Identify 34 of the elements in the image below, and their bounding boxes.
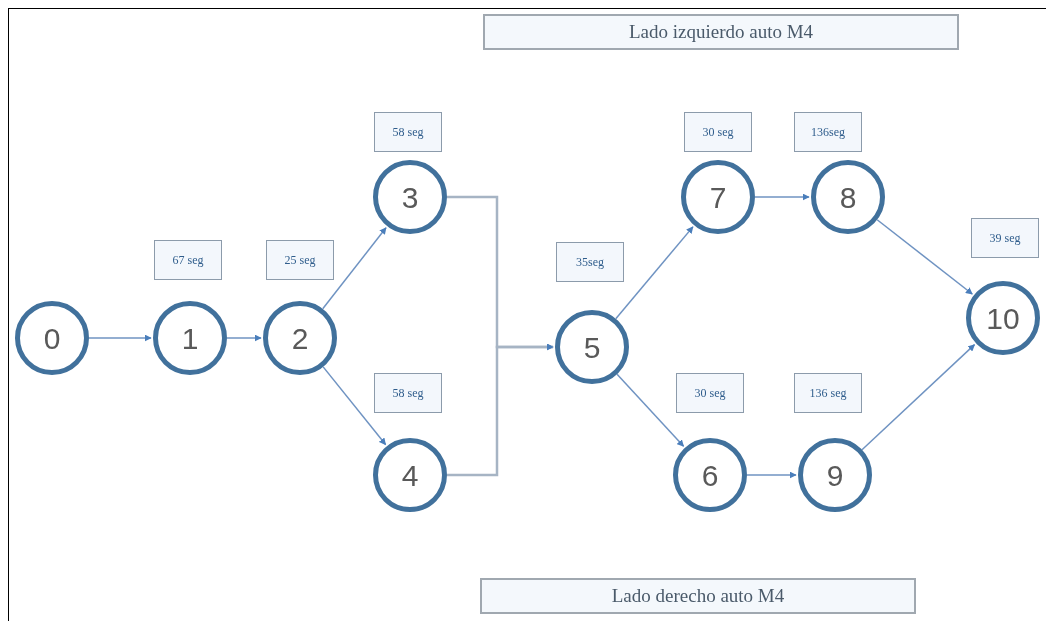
arrow: [754, 193, 810, 201]
arrow: [616, 373, 685, 448]
arrow: [615, 226, 694, 320]
arrow: [322, 366, 387, 446]
arrow: [861, 343, 976, 451]
event-number: 7: [709, 179, 727, 216]
duration-label: 39 seg: [971, 218, 1039, 258]
event-number: 0: [43, 320, 61, 357]
event-number: 6: [701, 457, 719, 494]
event-number: 8: [839, 179, 857, 216]
duration-label: 35seg: [556, 242, 624, 282]
arrow: [226, 334, 262, 342]
event-number: 9: [826, 457, 844, 494]
duration-label: 30 seg: [676, 373, 744, 413]
arrow: [876, 219, 973, 295]
event-number: 3: [401, 179, 419, 216]
section-title: Lado izquierdo auto M4: [483, 14, 959, 50]
arrow: [88, 334, 152, 342]
duration-label: 30 seg: [684, 112, 752, 152]
event-number: 10: [986, 300, 1020, 337]
arrow: [322, 227, 387, 310]
event-number: 2: [291, 320, 309, 357]
section-title: Lado derecho auto M4: [480, 578, 916, 614]
duration-label: 58 seg: [374, 373, 442, 413]
event-number: 1: [181, 320, 199, 357]
arrow: [746, 471, 797, 479]
event-number: 5: [583, 329, 601, 366]
duration-label: 58 seg: [374, 112, 442, 152]
arrow: [447, 343, 554, 477]
duration-label: 136seg: [794, 112, 862, 152]
duration-label: 25 seg: [266, 240, 334, 280]
duration-label: 136 seg: [794, 373, 862, 413]
event-number: 4: [401, 457, 419, 494]
duration-label: 67 seg: [154, 240, 222, 280]
